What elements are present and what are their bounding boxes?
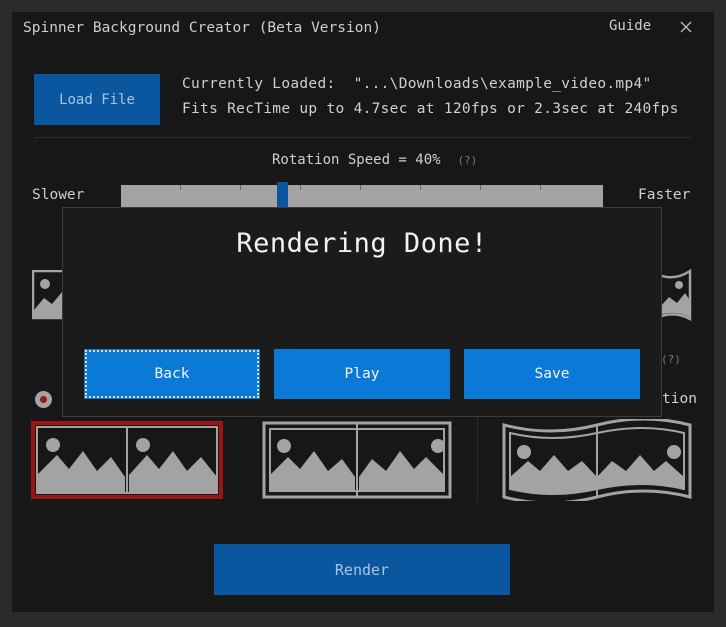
layout-option-curved[interactable] — [502, 419, 692, 501]
option-label: tion — [662, 391, 697, 407]
close-icon[interactable] — [679, 20, 693, 34]
layout-option-wide[interactable] — [262, 421, 452, 499]
play-button[interactable]: Play — [274, 349, 450, 399]
guide-button[interactable]: Guide — [609, 18, 652, 34]
speed-slider-track[interactable] — [121, 185, 603, 209]
divider — [34, 137, 691, 138]
rotation-speed-label: Rotation Speed = 40% (?) — [272, 152, 477, 168]
faster-label: Faster — [638, 187, 691, 203]
speed-help-icon[interactable]: (?) — [457, 154, 478, 167]
render-button[interactable]: Render — [214, 544, 510, 595]
layout-option-side-by-side[interactable] — [31, 421, 223, 499]
slower-label: Slower — [32, 187, 85, 203]
load-file-button[interactable]: Load File — [34, 74, 160, 125]
fits-info-text: Fits RecTime up to 4.7sec at 120fps or 2… — [182, 101, 679, 117]
panorama-preview-right-icon — [657, 269, 692, 321]
rendering-done-dialog: Rendering Done! Back Play Save — [62, 207, 662, 417]
currently-loaded-text: Currently Loaded: "...\Downloads\example… — [182, 76, 652, 92]
save-button[interactable]: Save — [464, 349, 640, 399]
dialog-title: Rendering Done! — [236, 228, 488, 259]
options-divider — [477, 417, 478, 502]
window-title: Spinner Background Creator (Beta Version… — [23, 20, 381, 36]
rotation-speed-text: Rotation Speed = 40% — [272, 152, 441, 168]
speed-slider-thumb[interactable] — [277, 182, 288, 212]
option-radio-dot — [40, 396, 47, 403]
option-help-icon[interactable]: (?) — [661, 353, 681, 366]
back-button[interactable]: Back — [84, 349, 260, 399]
app-window: Spinner Background Creator (Beta Version… — [12, 12, 714, 612]
